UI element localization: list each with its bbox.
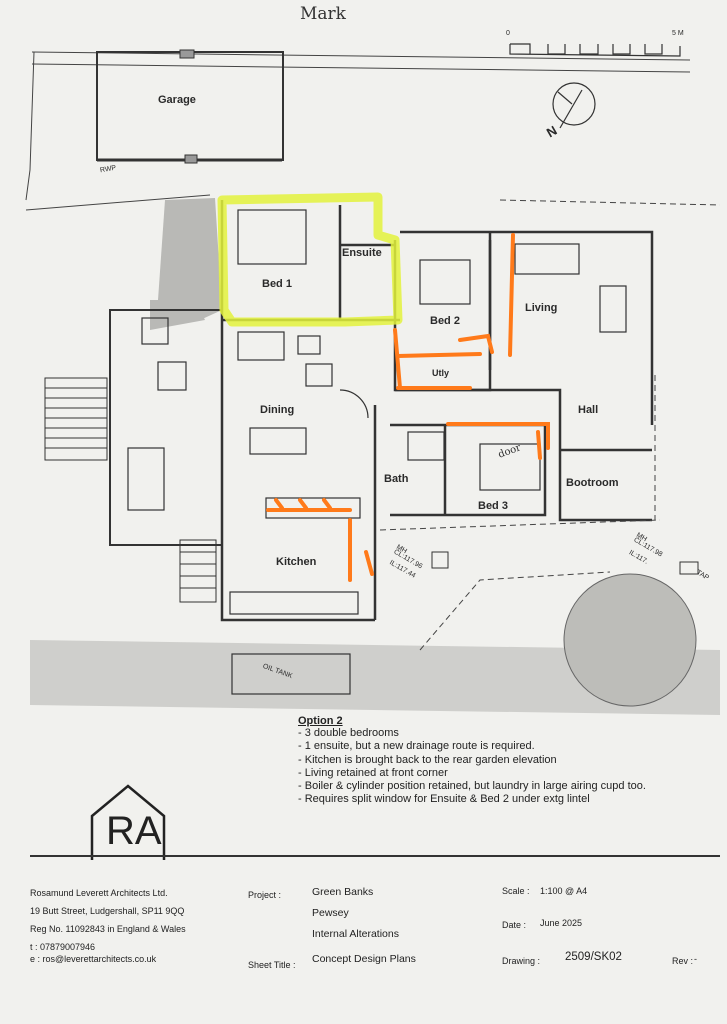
scale-label: Scale : [502,886,530,896]
project-line-1: Green Banks [312,886,374,898]
note-item: 1 ensuite, but a new drainage route is r… [298,740,718,753]
room-label-kitchen: Kitchen [276,556,317,568]
company-email: e : ros@leverettarchitects.co.uk [30,954,157,964]
rev-label: Rev : [672,956,694,966]
company-phone: t : 07879007946 [30,942,96,952]
room-label-bed2: Bed 2 [430,315,460,327]
handwritten-title: Mark [300,4,346,24]
conservatory [109,309,223,546]
orange-markup [266,233,550,582]
date-value: June 2025 [540,918,583,928]
tree [563,573,697,707]
scale-start-label: 0 [506,30,510,37]
steps [44,377,217,603]
room-label-hall: Hall [578,404,599,416]
manhole-symbol [431,551,449,569]
room-label-dining: Dining [260,404,295,416]
option-notes: Option 2 3 double bedrooms 1 ensuite, bu… [298,715,718,807]
sheet-title-label: Sheet Title : [248,960,296,970]
note-item: Boiler & cylinder position retained, but… [298,780,718,793]
tap-symbol [679,561,699,575]
garage-outline [96,49,284,164]
room-label-bed3: Bed 3 [478,500,508,512]
note-item: Kitchen is brought back to the rear gard… [298,754,718,767]
room-label-bath: Bath [384,473,409,485]
external-dashed-lines [379,199,721,651]
drawing-label: Drawing : [502,956,541,966]
scale-end-label: 5 M [672,30,684,37]
north-arrow [552,82,596,129]
bedroom-furniture [237,209,627,491]
hedge-shading [30,198,720,715]
rev-value: - [694,954,697,964]
room-label-bed1: Bed 1 [262,278,292,290]
note-item: Requires split window for Ensuite & Bed … [298,793,718,806]
room-label-ensuite: Ensuite [342,247,382,259]
oil-tank-area [231,653,351,695]
room-label-garage: Garage [158,94,196,106]
project-label: Project : [248,890,282,900]
company-name: Rosamund Leverett Architects Ltd. [30,888,168,898]
sheet-title: Concept Design Plans [312,953,416,965]
scale-bar [509,43,681,57]
project-line-3: Internal Alterations [312,928,399,940]
scale-value: 1:100 @ A4 [540,886,588,896]
logo-letters: RA [106,809,162,853]
company-address: 19 Butt Street, Ludgershall, SP11 9QQ [30,906,185,916]
room-label-utly: Utly [432,368,450,378]
room-label-living: Living [525,302,558,314]
date-label: Date : [502,920,527,930]
notes-title: Option 2 [298,715,343,727]
drawing-number: 2509/SK02 [565,951,622,963]
project-line-2: Pewsey [312,907,349,919]
title-block-divider [30,855,720,857]
note-item: Living retained at front corner [298,767,718,780]
dining-furniture [237,331,369,455]
note-item: 3 double bedrooms [298,727,718,740]
kitchen-units [229,497,361,615]
room-label-bootroom: Bootroom [566,477,619,489]
bed1-highlight [217,192,403,327]
company-reg: Reg No. 11092843 in England & Wales [30,924,186,934]
ra-logo: RA [90,784,166,860]
